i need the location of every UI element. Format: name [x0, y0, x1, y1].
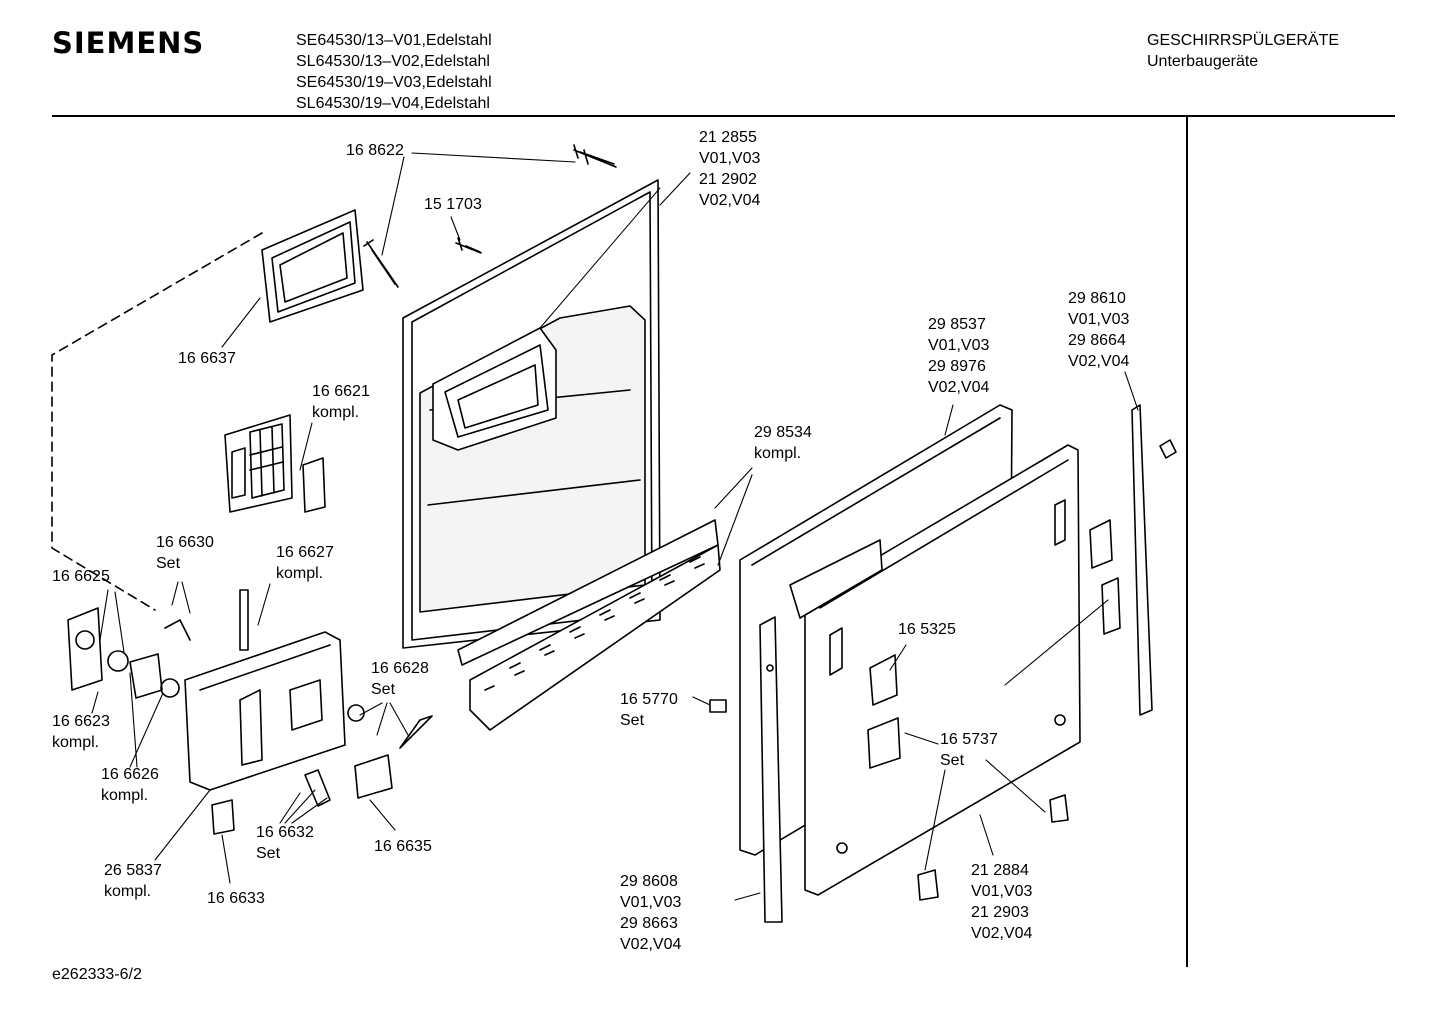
oval-button [75, 630, 95, 650]
category-subtitle: Unterbaugeräte [1147, 53, 1259, 70]
label-166637: 16 6637 [178, 350, 236, 367]
model-line: SE64530/13–V01,Edelstahl [296, 32, 492, 49]
knob-166626 [129, 653, 163, 699]
spring-166628 [399, 715, 433, 749]
label-166625: 16 6625 [52, 568, 110, 585]
ring-166623 [107, 650, 129, 672]
bracket-right-upper [1089, 519, 1113, 569]
plate-166633 [211, 799, 235, 835]
switch-166635 [354, 754, 393, 799]
label-165325: 16 5325 [898, 621, 956, 638]
brand-logo: SIEMENS [52, 26, 205, 60]
left-side-strip [759, 616, 783, 923]
lever-166632 [304, 769, 331, 807]
model-list: SE64530/13–V01,Edelstahl SL64530/13–V02,… [296, 30, 492, 114]
bracket-165737 [867, 717, 901, 769]
label-151703: 15 1703 [424, 196, 482, 213]
header-divider [52, 115, 1395, 117]
screw-168622-upper [573, 144, 617, 168]
door-lock-assembly [184, 631, 346, 791]
hinge-strip [457, 519, 721, 731]
label-166635: 16 6635 [374, 838, 432, 855]
bracket-right [1101, 577, 1121, 635]
inner-frame-panel [789, 444, 1081, 896]
model-line: SL64530/19–V04,Edelstahl [296, 95, 490, 112]
screw-151703 [455, 237, 482, 254]
hinge-clip-165325 [869, 654, 898, 706]
appliance-category: GESCHIRRSPÜLGERÄTE Unterbaugeräte [1147, 30, 1339, 72]
seal-ring [160, 678, 180, 698]
latch-cover [224, 414, 326, 513]
inner-door-panel [402, 179, 661, 649]
plug-165770 [709, 699, 727, 713]
side-divider [1186, 117, 1188, 967]
category-title: GESCHIRRSPÜLGERÄTE [1147, 32, 1340, 49]
leader-lines [91, 152, 1139, 901]
foot-clip-right [1049, 794, 1069, 823]
small-clip [1159, 439, 1177, 459]
strip-hole [766, 664, 774, 672]
handle-frame [261, 209, 364, 323]
label-168622: 16 8622 [346, 142, 404, 159]
foot-clip-left [917, 869, 939, 901]
model-line: SL64530/13–V02,Edelstahl [296, 53, 490, 70]
label-166633: 16 6633 [207, 890, 265, 907]
ball-166628 [347, 704, 365, 722]
spring-166630 [164, 619, 191, 641]
lever-166627 [239, 589, 249, 651]
screw-168622-lower [363, 239, 399, 288]
model-line: SE64530/19–V03,Edelstahl [296, 74, 492, 91]
drawing-code: e262333-6/2 [52, 966, 142, 983]
assembly-dashed-line [51, 232, 263, 611]
right-side-strip [1131, 404, 1153, 716]
